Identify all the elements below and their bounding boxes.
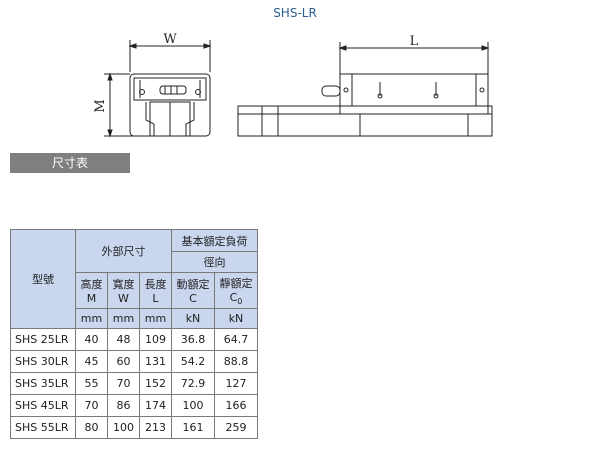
- value-cell: 100: [171, 394, 215, 417]
- value-cell: 70: [107, 372, 140, 395]
- header-length: 長度 L: [139, 272, 172, 309]
- section-header: 尺寸表: [10, 153, 130, 173]
- value-cell: 48: [107, 328, 140, 351]
- unit-cell: mm: [75, 308, 108, 329]
- table-row: SHS 30LR 45 60 131 54.2 88.8: [10, 350, 258, 373]
- header-height: 高度 M: [75, 272, 108, 309]
- value-cell: 55: [75, 372, 108, 395]
- value-cell: 174: [139, 394, 172, 417]
- header-outer-dims: 外部尺寸: [75, 229, 172, 273]
- value-cell: 213: [139, 416, 172, 439]
- value-cell: 45: [75, 350, 108, 373]
- value-cell: 60: [107, 350, 140, 373]
- value-cell: 72.9: [171, 372, 215, 395]
- header-static-symbol-main: C: [229, 290, 238, 304]
- header-static-symbol: C0: [217, 291, 255, 306]
- header-static-symbol-sub: 0: [237, 297, 243, 307]
- value-cell: 131: [139, 350, 172, 373]
- model-cell: SHS 55LR: [10, 416, 76, 439]
- header-dynamic-rating: 動額定 C: [171, 272, 215, 309]
- spec-table: 型號 外部尺寸 基本額定負荷 徑向 高度 M 寬度 W 長度 L 動額定 C 靜…: [10, 229, 258, 439]
- table-row: SHS 55LR 80 100 213 161 259: [10, 416, 258, 439]
- header-length-symbol: L: [152, 292, 159, 305]
- model-cell: SHS 45LR: [10, 394, 76, 417]
- value-cell: 36.8: [171, 328, 215, 351]
- header-radial: 徑向: [171, 251, 258, 273]
- value-cell: 161: [171, 416, 215, 439]
- header-width: 寬度 W: [107, 272, 140, 309]
- value-cell: 80: [75, 416, 108, 439]
- header-length-label: 長度: [144, 278, 167, 291]
- value-cell: 86: [107, 394, 140, 417]
- value-cell: 152: [139, 372, 172, 395]
- page-title: SHS-LR: [273, 6, 317, 20]
- linear-guide-drawing: W M L: [93, 32, 493, 138]
- unit-cell: kN: [214, 308, 258, 329]
- header-dynamic-label: 動額定: [176, 278, 210, 291]
- unit-cell: kN: [171, 308, 215, 329]
- header-static-label: 靜額定: [219, 276, 253, 290]
- table-row: SHS 25LR 40 48 109 36.8 64.7: [10, 328, 258, 351]
- model-cell: SHS 30LR: [10, 350, 76, 373]
- dim-m-label: M: [93, 99, 108, 112]
- value-cell: 88.8: [214, 350, 258, 373]
- value-cell: 70: [75, 394, 108, 417]
- value-cell: 64.7: [214, 328, 258, 351]
- header-static-rating: 靜額定 C0: [214, 272, 258, 309]
- header-height-label: 高度: [80, 278, 103, 291]
- model-cell: SHS 35LR: [10, 372, 76, 395]
- value-cell: 109: [139, 328, 172, 351]
- value-cell: 127: [214, 372, 258, 395]
- table-row: SHS 45LR 70 86 174 100 166: [10, 394, 258, 417]
- header-model: 型號: [10, 229, 76, 329]
- header-height-symbol: M: [86, 292, 97, 305]
- value-cell: 54.2: [171, 350, 215, 373]
- value-cell: 259: [214, 416, 258, 439]
- unit-cell: mm: [107, 308, 140, 329]
- value-cell: 166: [214, 394, 258, 417]
- dim-l-label: L: [410, 34, 419, 49]
- header-basic-rating: 基本額定負荷: [171, 229, 258, 252]
- model-cell: SHS 25LR: [10, 328, 76, 351]
- table-row: SHS 35LR 55 70 152 72.9 127: [10, 372, 258, 395]
- dim-w-label: W: [163, 32, 177, 47]
- value-cell: 100: [107, 416, 140, 439]
- unit-cell: mm: [139, 308, 172, 329]
- header-width-label: 寬度: [112, 278, 135, 291]
- value-cell: 40: [75, 328, 108, 351]
- header-width-symbol: W: [118, 292, 129, 305]
- header-dynamic-symbol: C: [189, 292, 197, 305]
